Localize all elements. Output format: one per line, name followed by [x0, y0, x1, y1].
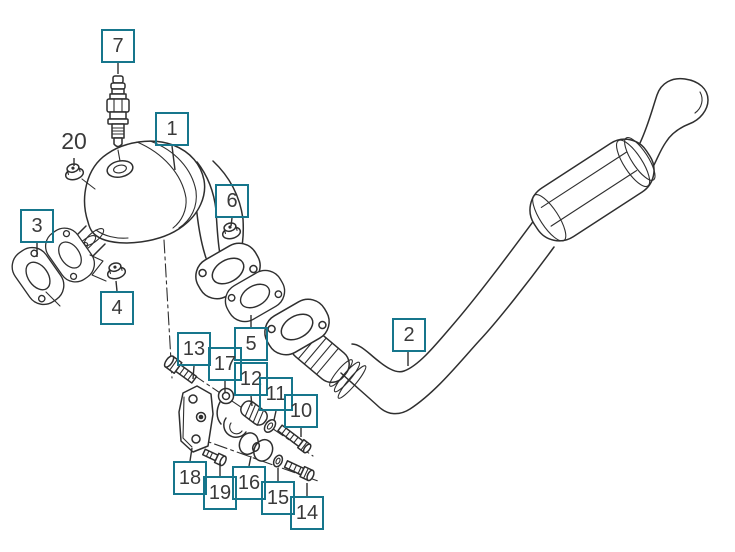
washer-11-art — [263, 419, 277, 433]
callout-3-label: 3 — [31, 215, 43, 237]
callout-4-label: 4 — [111, 297, 123, 319]
callout-19[interactable]: 19 — [203, 476, 237, 510]
callout-12[interactable]: 12 — [234, 362, 268, 396]
callout-7-label: 7 — [112, 35, 124, 57]
callout-19-label: 19 — [208, 482, 232, 504]
callout-13[interactable]: 13 — [177, 332, 211, 366]
callout-4[interactable]: 4 — [100, 291, 134, 325]
callout-15[interactable]: 15 — [261, 481, 295, 515]
callout-10[interactable]: 10 — [284, 394, 318, 428]
hanger-17-art — [216, 387, 247, 438]
callout-2[interactable]: 2 — [392, 318, 426, 352]
bolt-19-art — [201, 448, 227, 467]
break-symbol — [89, 254, 107, 282]
callout-18[interactable]: 18 — [173, 461, 207, 495]
callout-17-label: 17 — [213, 353, 237, 375]
callout-16-label: 16 — [237, 472, 261, 494]
nut-20-art — [62, 161, 96, 190]
callout-20: 20 — [58, 126, 90, 156]
callout-3[interactable]: 3 — [20, 209, 54, 243]
callout-10-label: 10 — [289, 400, 313, 422]
callout-20-label: 20 — [61, 127, 87, 154]
washer-15-art — [272, 454, 284, 468]
spring-12-art — [240, 400, 268, 426]
callout-2-label: 2 — [403, 324, 415, 346]
leader-lines — [36, 63, 409, 496]
callout-15-label: 15 — [266, 487, 290, 509]
callout-14-label: 14 — [295, 502, 319, 524]
bolt-10-art — [277, 424, 312, 454]
catalytic-converter-art — [38, 140, 206, 289]
callout-6-label: 6 — [226, 190, 238, 212]
rubber-mount-16-art — [238, 432, 274, 462]
callout-14[interactable]: 14 — [290, 496, 324, 530]
callout-16[interactable]: 16 — [232, 466, 266, 500]
mounting-bracket-art — [178, 385, 214, 453]
callout-12-label: 12 — [239, 368, 263, 390]
callout-18-label: 18 — [178, 467, 202, 489]
callout-1[interactable]: 1 — [155, 112, 189, 146]
bolt-14-art — [283, 460, 315, 482]
callout-11-label: 11 — [265, 383, 287, 405]
callout-5[interactable]: 5 — [234, 327, 268, 361]
callout-13-label: 13 — [182, 338, 206, 360]
exhaust-pipe-art — [340, 77, 709, 415]
callout-6[interactable]: 6 — [215, 184, 249, 218]
callout-17[interactable]: 17 — [208, 347, 242, 381]
nut-4-art — [104, 260, 128, 282]
callout-7[interactable]: 7 — [101, 29, 135, 63]
gasket-3-art — [4, 240, 72, 312]
callout-1-label: 1 — [166, 118, 178, 140]
callout-5-label: 5 — [245, 333, 257, 355]
oxygen-sensor-art — [106, 75, 130, 162]
